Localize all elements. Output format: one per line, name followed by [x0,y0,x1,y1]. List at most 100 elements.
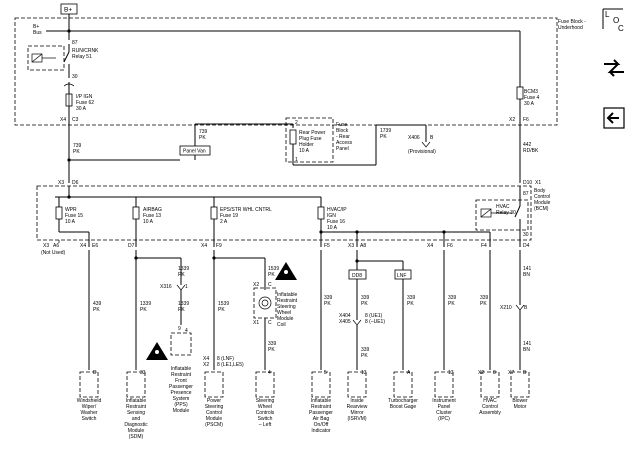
sdm-pin: 33 [140,370,146,376]
component-c4-line-3: Control [206,410,222,416]
x404-conn: X404 [339,313,351,319]
fuse19-name-1: EPS/STR WHL CNTRL [220,207,272,213]
bcm-conn-not-used: (Not Used) [41,250,66,256]
relay51-pin-30: 30 [72,74,78,80]
hvac-control-box [480,371,500,398]
blower-pin: B [523,370,527,376]
w1339c-num: 1339 [178,301,189,307]
w339e-num: 339 [407,295,416,301]
fuse15-symbol [55,206,63,220]
coil-outline [253,287,277,319]
fuse-block-title-2: Underhood [558,25,583,31]
component-c5-line-5: – Left [259,422,272,428]
component-c2-line-4: and [132,416,141,422]
bcm-conn-a6: A6 [53,243,59,249]
bcm-l1: Body [534,188,546,194]
component-c1-line-1: Windshield [77,398,102,404]
w1539a-num: 1539 [218,301,229,307]
coil-c-top: C [268,282,272,288]
location-icon[interactable]: L O C [596,2,632,38]
bcm-outline [36,185,532,241]
x316-pin-9: 9 [178,326,181,332]
rear-block-l2: Block [336,128,349,134]
w1339b-num: 1339 [178,266,189,272]
fuse62-name-3: 30 A [76,106,87,112]
wire-442-num: 442 [523,142,532,148]
component-names: WindshieldWiper/WasherSwitchInflatableRe… [77,366,528,440]
bcm-d10: D10 [523,180,532,186]
airbag-indicator-box [311,371,331,398]
component-c2-line-5: Diagnostic [124,422,148,428]
w339f-num: 339 [448,295,457,301]
wire-739-b-num: 739 [199,129,208,135]
wire-739-a-color: PK [73,149,80,155]
hvac-conn: X2 [478,370,484,376]
w1539b-num: 1539 [268,266,279,272]
coil-l3: Steering [277,304,296,310]
fuse13-symbol [132,206,140,220]
w339a-color: PK [268,347,275,353]
component-c3-line-8: Module [173,408,190,414]
x406-note: (Provisional) [408,149,436,155]
component-c7-line-4: (ISRVM) [347,416,366,422]
fuse13-name-1: AIRBAG [143,207,162,213]
w1339a-num: 1339 [140,301,151,307]
rear-fuse-holder-outline [285,117,334,163]
ipc-box [434,371,454,398]
split-arrows-icon[interactable] [596,50,632,86]
fuse19-name-3: 2 A [220,219,228,225]
w339b-color: PK [324,301,331,307]
fuse16-name-3: Fuse 16 [327,219,345,225]
sdm-box [126,371,146,398]
lnf-label: LNF [397,273,406,279]
fuse15-name-3: 10 A [65,219,76,225]
component-c3-line-6: System [173,396,190,402]
rear-fuse-name-2: Plug Fuse [299,136,322,142]
blower-conn: X7 [508,370,514,376]
component-c11-line-2: Motor [514,404,527,410]
component-c7-line-1: Inside [350,398,364,404]
component-c5-line-3: Controls [256,410,275,416]
fuse16-name-4: 10 A [327,225,338,231]
relay51-name-2: Relay 51 [72,54,92,60]
steering-pin: 4 [268,370,271,376]
x404-pin: 8 (UE1) [365,313,383,319]
svg-text:C: C [618,24,624,33]
fuse4-name-1: BCM3 [524,89,538,95]
w1339c-color: PK [178,307,185,313]
w141b-num: 141 [523,341,532,347]
w339d-num: 339 [361,347,370,353]
rear-fuse-pin-1: 1 [295,157,298,163]
coil-x1: X1 [253,320,259,326]
component-c2-line-2: Restraint [126,404,147,410]
wire-1739-num: 1739 [380,128,391,134]
pps-module-box [170,332,192,356]
component-c5-line-2: Wheel [258,404,272,410]
back-arrow-icon[interactable] [596,100,632,136]
fuse-block-underhood-outline [14,17,558,126]
x406-pin: B [430,135,434,141]
bcm-conn-a8: A8 [360,243,366,249]
bcm-conn-x3-a: X3 [43,243,49,249]
x406-conn: X406 [408,135,420,141]
fuse15-name-1: WPR [65,207,77,213]
component-c8-line-1: Turbocharger [388,398,418,404]
w439-color: PK [93,307,100,313]
bplus-label: B+ [64,7,72,14]
airbag-warning-icon-2 [146,342,168,360]
component-c5-line-4: Switch [258,416,273,422]
bcm-conn-d4: D4 [523,243,530,249]
component-c3-line-7: (PPS) [174,402,188,408]
bcm-l2: Control [534,194,550,200]
steering-switch-box [255,371,275,398]
panel-van-label: Panel Van [183,149,206,155]
component-c1-line-3: Washer [80,410,97,416]
component-c3-line-2: Restraint [171,372,192,378]
x316-conn: X316 [160,284,172,290]
coil-l1: Inflatable [277,292,298,298]
rear-block-l4: Access [336,140,353,146]
coil-l6: Coil [277,322,286,328]
fuse15-name-2: Fuse 15 [65,213,83,219]
component-c6-line-1: Inflatable [311,398,332,404]
relay30-name-2: Relay 30 [496,210,516,216]
